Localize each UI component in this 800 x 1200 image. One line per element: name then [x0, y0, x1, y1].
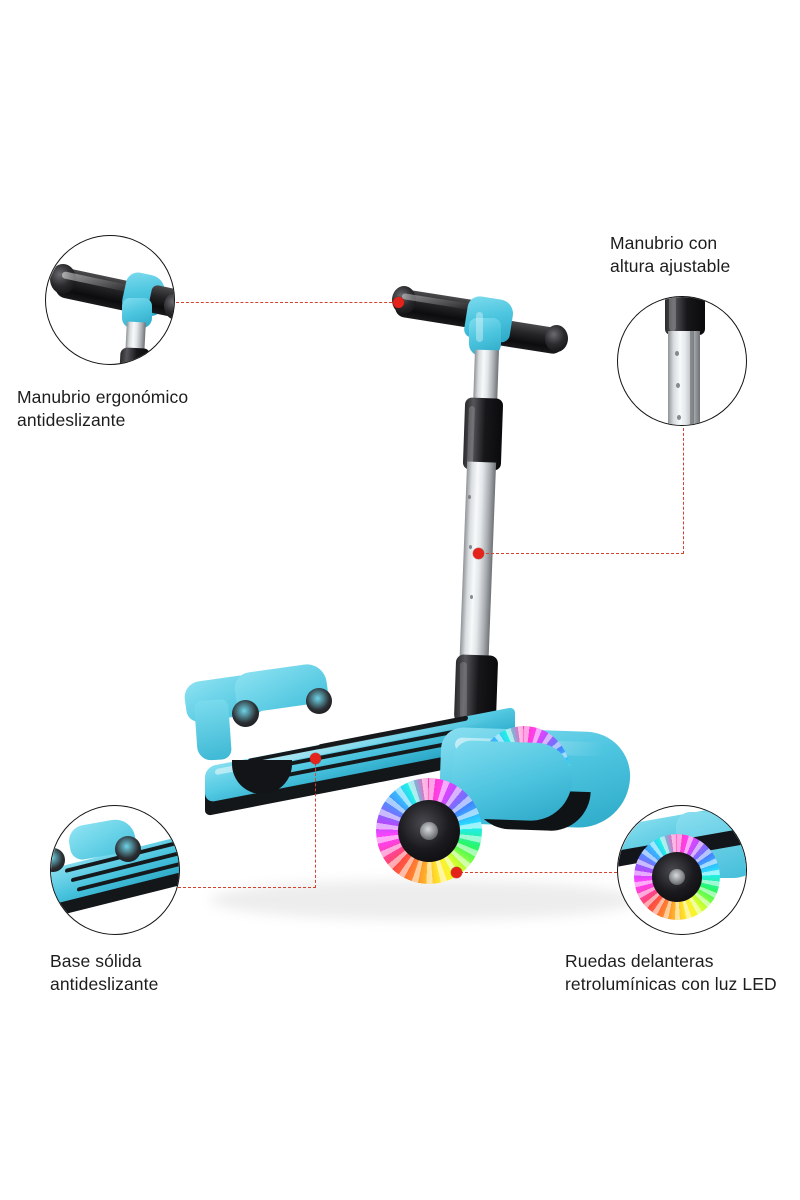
callout-label-solid-deck: Base sólida antideslizante: [50, 951, 159, 994]
callout-label-adjustable-height: Manubrio con altura ajustable: [610, 233, 731, 276]
marker-wheel: [451, 867, 462, 878]
marker-deck: [310, 753, 321, 764]
zoom-circle-handlebar: [45, 235, 175, 365]
connector-pole-vertical: [683, 428, 684, 554]
led-wheel-front: [376, 778, 482, 884]
zoom-circle-pole: [617, 296, 747, 426]
callout-label-led-wheels: Ruedas delanteras retrolumínicas con luz…: [565, 951, 777, 994]
callout-label-handlebar-grip: Manubrio ergonómico antideslizante: [17, 387, 189, 430]
ground-shadow: [210, 880, 640, 920]
marker-pole: [473, 548, 484, 559]
connector-wheel: [460, 872, 617, 873]
connector-deck-vertical: [315, 763, 316, 888]
connector-handlebar: [176, 302, 402, 303]
marker-handlebar: [393, 297, 404, 308]
connector-pole-horizontal: [481, 553, 684, 554]
zoom-circle-led-wheel: [617, 805, 747, 935]
connector-deck-horizontal: [178, 887, 316, 888]
zoom-circle-deck: [50, 805, 180, 935]
